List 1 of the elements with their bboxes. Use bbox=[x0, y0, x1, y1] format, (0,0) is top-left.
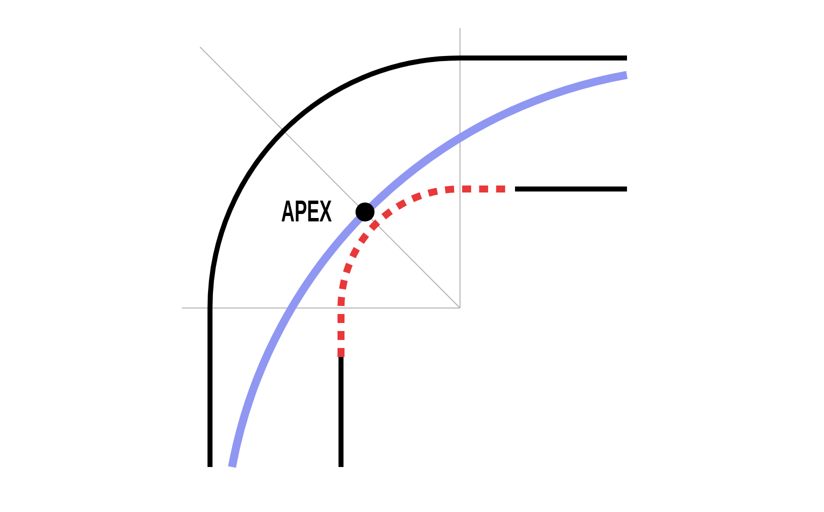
apex-label: APEX bbox=[282, 200, 332, 222]
